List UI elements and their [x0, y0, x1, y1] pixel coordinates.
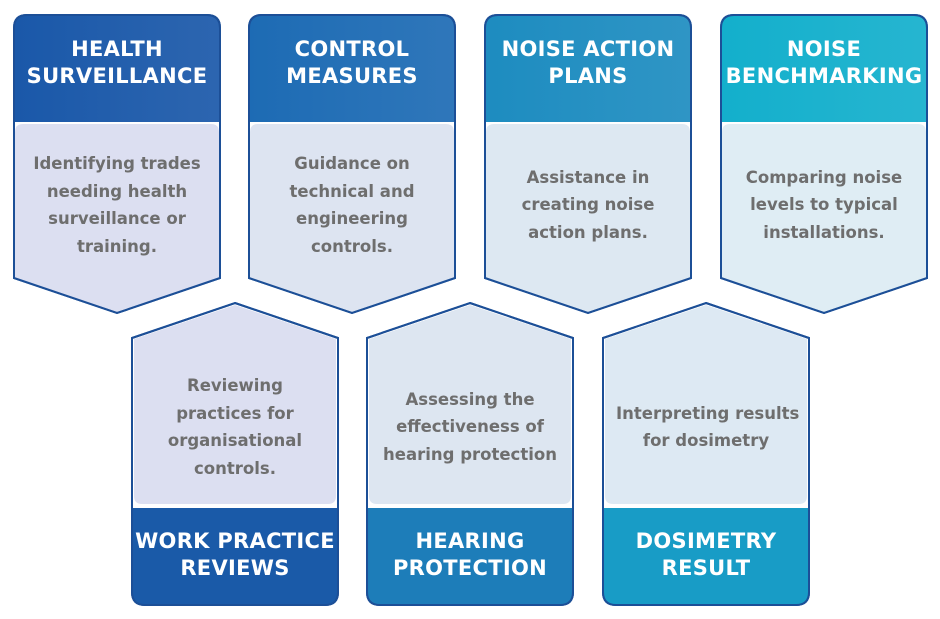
card-description: Reviewing practices for organisational cont… — [145, 372, 325, 482]
card-description-line: training. — [76, 236, 158, 256]
card-header-band — [485, 15, 691, 122]
card-title: HEARING PROTECTION — [366, 528, 574, 582]
card-title: WORK PRACTICE REVIEWS — [131, 528, 339, 582]
card-body — [605, 305, 807, 504]
service-card-health-surveillance: HEALTH SURVEILLANCE Identifying trades need… — [13, 14, 221, 315]
card-description-line: Guidance on — [294, 154, 410, 173]
card-title-line: NOISE ACTION — [501, 37, 675, 61]
card-title-line: REVIEWS — [180, 556, 290, 580]
card-shape — [720, 14, 928, 315]
card-description-line: Reviewing — [187, 376, 283, 395]
card-description-line: surveillance or — [48, 209, 186, 228]
card-title: NOISE ACTION PLANS — [484, 36, 692, 90]
card-description-line: controls. — [311, 236, 393, 256]
service-card-noise-action-plans: NOISE ACTION PLANS Assistance in creating n… — [484, 14, 692, 315]
card-title-line: HEARING — [415, 529, 525, 553]
card-title-line: WORK PRACTICE — [135, 529, 335, 553]
service-card-control-measures: CONTROL MEASURES Guidance on technical and e… — [248, 14, 456, 315]
card-body — [722, 124, 926, 312]
card-description: Identifying trades needing health surveill… — [27, 150, 207, 260]
card-title-line: SURVEILLANCE — [26, 64, 208, 88]
card-description-line: controls. — [194, 458, 276, 478]
card-description-line: organisational — [167, 431, 303, 450]
card-description-line: Comparing noise — [745, 167, 903, 187]
card-body — [15, 124, 219, 312]
card-description-line: Identifying trades — [33, 154, 201, 173]
card-description-line: practices for — [176, 403, 294, 423]
card-shape — [13, 14, 221, 315]
card-shape — [248, 14, 456, 315]
card-header-band — [14, 15, 220, 122]
service-card-noise-benchmarking: NOISE BENCHMARKING Comparing noise levels t… — [720, 14, 928, 315]
card-shape — [131, 301, 339, 606]
card-description: Comparing noise levels to typical installa… — [734, 164, 914, 247]
card-description: Interpreting results for dosimetry — [616, 400, 800, 455]
card-title-line: MEASURES — [286, 64, 418, 88]
card-title-line: BENCHMARKING — [725, 64, 923, 88]
card-header-band — [367, 508, 573, 605]
card-description-line: action plans. — [528, 222, 648, 242]
card-description: Guidance on technical and engineering contr… — [262, 150, 442, 260]
service-card-work-practice-reviews: Reviewing practices for organisational cont… — [131, 301, 339, 606]
card-description-line: hearing protection — [383, 444, 557, 464]
card-title-line: CONTROL — [294, 37, 410, 61]
card-title-line: NOISE — [786, 37, 862, 61]
card-header-band — [132, 508, 338, 605]
card-description-line: technical and — [289, 181, 415, 201]
card-shape — [602, 301, 810, 606]
service-card-hearing-protection: Assessing the effectiveness of hearing pro… — [366, 301, 574, 606]
card-title-line: RESULT — [661, 556, 751, 580]
card-body — [369, 305, 571, 504]
card-shape — [484, 14, 692, 315]
card-description: Assessing the effectiveness of hearing pro… — [380, 386, 560, 469]
card-description-line: Assessing the — [405, 389, 535, 409]
card-title-line: DOSIMETRY — [635, 529, 777, 553]
card-title-line: PLANS — [548, 64, 628, 88]
card-shape — [366, 301, 574, 606]
card-description-line: needing health — [46, 181, 188, 201]
card-description-line: installations. — [763, 222, 885, 242]
card-header-band — [721, 15, 927, 122]
card-title: HEALTH SURVEILLANCE — [13, 36, 221, 90]
card-header-band — [603, 508, 809, 605]
card-body — [134, 305, 336, 504]
card-title: NOISE BENCHMARKING — [720, 36, 928, 90]
card-title-line: HEALTH — [71, 37, 163, 61]
card-description-line: effectiveness of — [396, 417, 544, 437]
card-description: Assistance in creating noise action plans. — [498, 164, 678, 247]
card-body — [486, 124, 690, 312]
card-title-line: PROTECTION — [392, 556, 548, 580]
card-description-line: Interpreting results — [616, 403, 800, 423]
card-description-line: Assistance in — [526, 167, 650, 187]
card-title: DOSIMETRY RESULT — [602, 528, 810, 582]
card-description-line: engineering — [296, 209, 408, 228]
card-header-band — [249, 15, 455, 122]
card-description-line: creating noise — [521, 195, 655, 215]
card-body — [250, 124, 454, 312]
card-description-line: levels to typical — [750, 195, 898, 215]
card-title: CONTROL MEASURES — [248, 36, 456, 90]
card-description-line: for dosimetry — [642, 431, 770, 450]
